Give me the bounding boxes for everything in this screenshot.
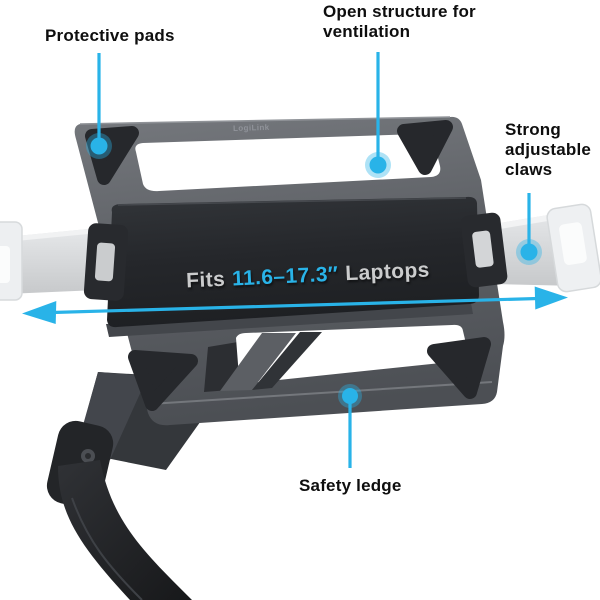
corner-pad-bottom-right <box>427 337 491 399</box>
corner-pad-top-right <box>397 120 453 175</box>
callout-dot-safety-ledge <box>338 384 362 408</box>
width-arrowheads <box>22 286 568 324</box>
annotation-overlay <box>51 52 539 468</box>
label-open-structure: Open structure for ventilation <box>323 2 476 41</box>
callout-dots <box>86 133 542 408</box>
right-end-claw <box>546 203 600 293</box>
panel-size-range: 11.6–17.3″ <box>231 262 339 291</box>
brand-logo: LogiLink <box>232 122 270 133</box>
width-arrow-line <box>51 296 539 315</box>
right-panel-claw <box>460 212 508 288</box>
callout-dot-open-structure <box>365 152 391 178</box>
arrowhead-left <box>22 301 57 324</box>
bottom-vent-opening <box>204 324 469 392</box>
panel-fits-suffix: Laptops <box>344 258 431 286</box>
arrowhead-right <box>534 286 568 310</box>
safety-ledge-edge <box>149 381 493 405</box>
laptop-rest-panel <box>106 196 479 337</box>
left-support-arm <box>0 221 98 301</box>
top-vent-opening <box>135 133 441 192</box>
label-adjustable-claws: Strong adjustable claws <box>505 120 592 179</box>
left-panel-claw <box>83 223 129 301</box>
right-support-arm <box>494 203 600 293</box>
label-protective-pads: Protective pads <box>45 26 175 45</box>
callout-dot-protective-pads <box>86 133 112 159</box>
callout-dot-adjustable-claws <box>516 239 542 265</box>
corner-pad-bottom-left <box>128 350 198 411</box>
label-safety-ledge: Safety ledge <box>299 476 402 495</box>
panel-fits-prefix: Fits <box>185 267 226 293</box>
